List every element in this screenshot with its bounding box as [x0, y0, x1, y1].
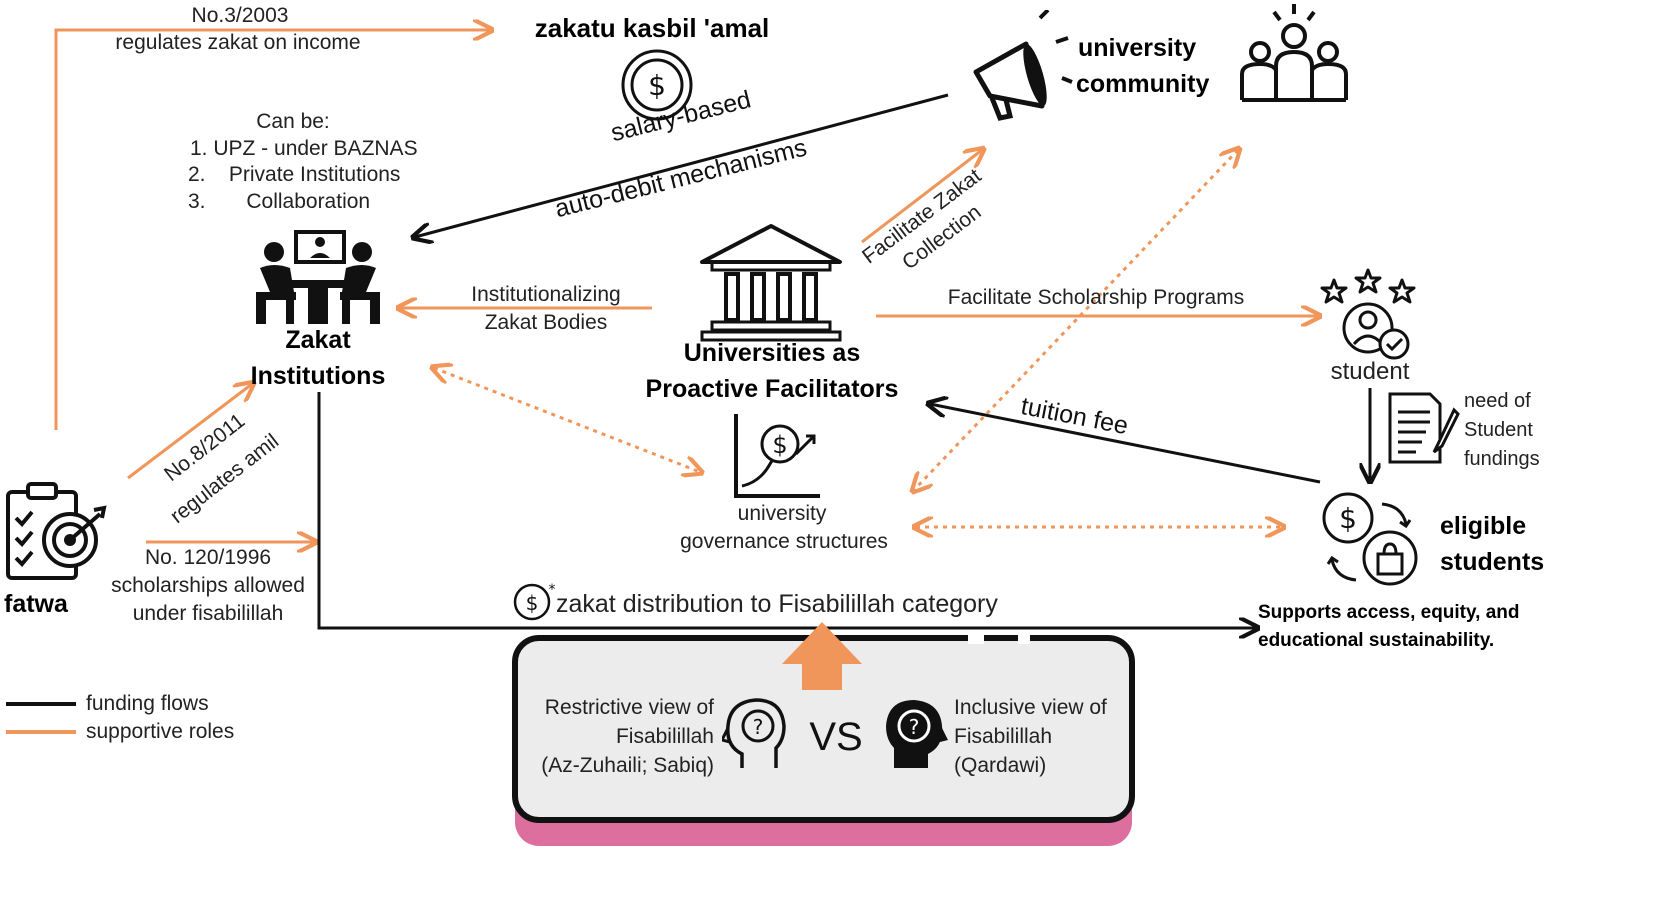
university-community-line1: university [1078, 34, 1197, 62]
can-be-option-2: 2. Private Institutions [188, 163, 401, 186]
institutionalizing-line1: Institutionalizing [471, 283, 621, 306]
growth-chart-icon: $ [734, 414, 820, 498]
can-be-label: Can be: [256, 110, 330, 133]
head-question-filled-icon: ? [886, 700, 948, 768]
regulation-1996-line1: No. 120/1996 [144, 546, 272, 569]
vs-label: VS [809, 715, 863, 759]
inclusive-line1: Inclusive view of [954, 696, 1107, 719]
arrow-salary-auto-debit [415, 93, 949, 237]
regulation-1996-line3: under fisabilillah [132, 602, 284, 625]
zakat-institutions-line2: Institutions [250, 362, 386, 390]
arrow-dotted-zakat-governance [434, 368, 700, 472]
governance-line2: governance structures [680, 530, 888, 553]
can-be-option-1: 1. UPZ - under BAZNAS [190, 137, 418, 160]
megaphone-icon [973, 10, 1073, 121]
eligible-line1: eligible [1440, 512, 1527, 540]
dollar-coin-small-icon: $ * [513, 582, 556, 621]
document-pen-icon [1388, 392, 1460, 464]
arrow-zakat-distribution [317, 392, 1256, 628]
restrictive-line1: Restrictive view of [544, 696, 714, 719]
arrow-regulation-2011 [127, 384, 252, 480]
regulation-1996-line2: scholarships allowed [111, 574, 305, 597]
arrow-tuition-fee [930, 404, 1321, 484]
bank-building-icon [700, 224, 842, 342]
svg-text:*: * [549, 582, 556, 598]
inclusive-line3: (Qardawi) [954, 754, 1047, 777]
supports-line1: Supports access, equity, and [1258, 602, 1520, 623]
restrictive-line2: Fisabilillah [615, 725, 714, 748]
up-arrow-shape [782, 622, 862, 690]
svg-text:$: $ [526, 591, 539, 615]
governance-line1: university [737, 502, 827, 525]
dollar-bag-cycle-icon: $ [1322, 492, 1418, 586]
need-line3: fundings [1464, 448, 1540, 470]
svg-text:?: ? [909, 715, 920, 739]
zakatu-kasbil-title: zakatu kasbil 'amal [534, 13, 770, 43]
zakat-distribution-label: zakat distribution to Fisabilillah categ… [556, 590, 998, 618]
star-student-icon [1320, 268, 1416, 360]
svg-text:?: ? [753, 715, 764, 739]
arrow-regulation-2003 [54, 30, 490, 430]
university-title-line2: Proactive Facilitators [645, 375, 899, 403]
restrictive-line3: (Az-Zuhaili; Sabiq) [541, 754, 714, 777]
can-be-option-3: 3. Collaboration [188, 190, 371, 213]
institutionalizing-line2: Zakat Bodies [484, 311, 608, 334]
svg-text:$: $ [648, 69, 666, 102]
svg-text:$: $ [772, 431, 787, 459]
zakat-institutions-line1: Zakat [285, 326, 351, 354]
meeting-icon [256, 230, 380, 324]
university-title-line1: Universities as [683, 339, 861, 367]
people-group-icon [1240, 4, 1348, 102]
arrow-dotted-community-governance [914, 150, 1238, 490]
legend-funding-label: funding flows [86, 692, 209, 715]
inclusive-line2: Fisabilillah [954, 725, 1053, 748]
regulation-2003-label: No.3/2003 [191, 4, 289, 27]
views-box [512, 622, 1135, 846]
need-line2: Student [1464, 419, 1533, 441]
supports-line2: educational sustainability. [1258, 630, 1495, 651]
facilitate-scholarship-label: Facilitate Scholarship Programs [947, 286, 1245, 309]
student-label: student [1330, 358, 1410, 385]
legend-supportive-label: supportive roles [86, 720, 235, 743]
eligible-line2: students [1440, 548, 1545, 576]
clipboard-target-icon [6, 482, 107, 580]
need-line1: need of [1464, 390, 1531, 412]
dollar-coin-icon: $ [621, 49, 693, 121]
university-community-line2: community [1076, 70, 1210, 98]
fatwa-label: fatwa [4, 590, 68, 618]
head-question-icon: ? [722, 698, 786, 768]
svg-text:$: $ [1339, 502, 1357, 535]
regulation-2003-desc: regulates zakat on income [115, 31, 361, 54]
